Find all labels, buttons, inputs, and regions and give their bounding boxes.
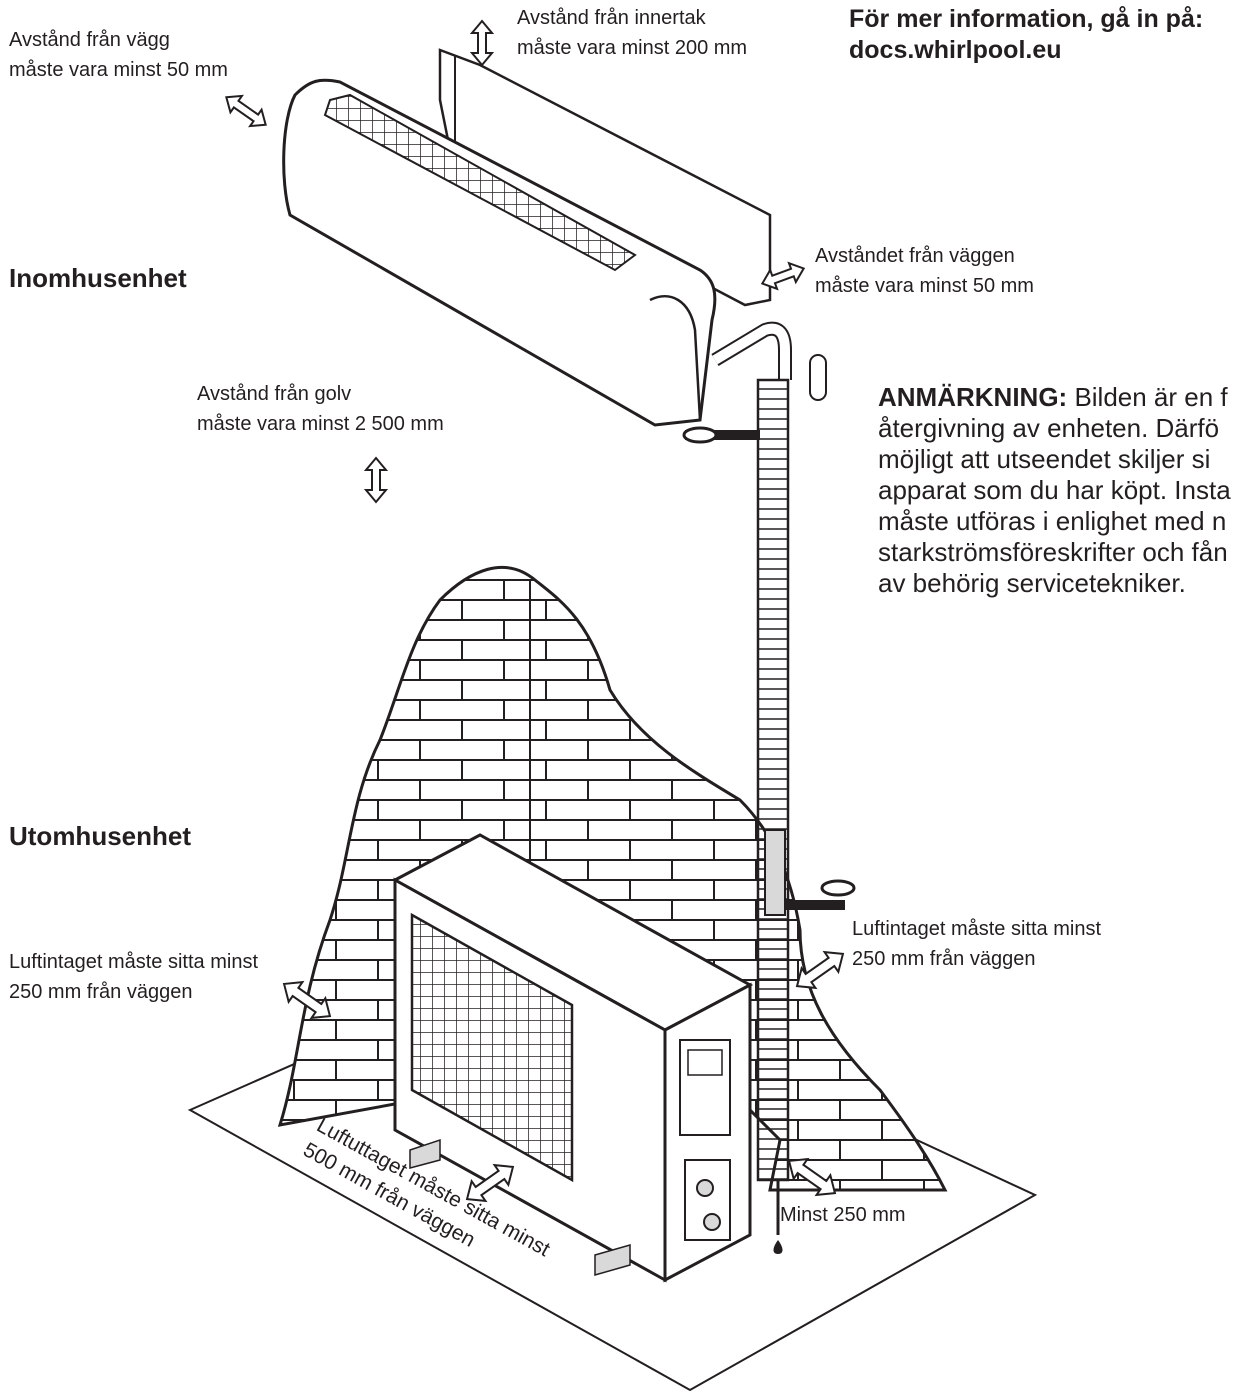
- label-line: måste vara minst 2 500 mm: [197, 413, 444, 435]
- note-title: ANMÄRKNING:: [878, 382, 1068, 412]
- note-line: starkströmsföreskrifter och fån: [878, 537, 1228, 567]
- note-line: av behörig servicetekniker.: [878, 568, 1186, 598]
- note-text: Bilden är en f: [1074, 382, 1228, 412]
- arrow-wall-left-icon: [225, 94, 267, 128]
- label-floor-distance: Avstånd från golv måste vara minst 2 500…: [197, 379, 444, 439]
- label-wall-distance-right: Avståndet från väggen måste vara minst 5…: [815, 241, 1034, 301]
- outdoor-unit: [391, 833, 754, 1283]
- label-intake-right: Luftintaget måste sitta minst 250 mm frå…: [852, 914, 1101, 974]
- arrow-floor-icon: [363, 456, 389, 504]
- note-line: måste utföras i enlighet med n: [878, 506, 1227, 536]
- note-line: ANMÄRKNING: Bilden är en f: [878, 382, 1231, 413]
- refrigerant-pipe: [682, 321, 856, 1254]
- label-line: Avstånd från innertak: [517, 7, 706, 29]
- label-line: måste vara minst 50 mm: [9, 59, 228, 81]
- arrow-min-250-icon: [787, 1157, 837, 1197]
- label-line: 250 mm från väggen: [852, 948, 1036, 970]
- note-line: apparat som du har köpt. Insta: [878, 475, 1231, 505]
- arrow-wall-right-icon: [760, 261, 806, 291]
- more-info-label: För mer information, gå in på:: [849, 5, 1204, 33]
- label-line: Avstånd från golv: [197, 383, 352, 405]
- label-line: Avståndet från väggen: [815, 245, 1015, 267]
- more-info: För mer information, gå in på: docs.whir…: [849, 4, 1203, 66]
- indoor-unit: [282, 78, 717, 427]
- heading-outdoor-unit: Utomhusenhet: [9, 821, 191, 851]
- label-line: måste vara minst 50 mm: [815, 275, 1034, 297]
- label-line: Avstånd från vägg: [9, 29, 170, 51]
- indoor-mounting-plate: [438, 48, 772, 307]
- heading-indoor-unit: Inomhusenhet: [9, 263, 187, 293]
- label-ceiling-distance: Avstånd från innertak måste vara minst 2…: [517, 3, 747, 63]
- label-min-250: Minst 250 mm: [780, 1200, 906, 1230]
- note-line: återgivning av enheten. Därfö: [878, 413, 1220, 443]
- label-intake-left: Luftintaget måste sitta minst 250 mm frå…: [9, 947, 258, 1007]
- label-line: Luftintaget måste sitta minst: [9, 951, 259, 973]
- label-line: 250 mm från väggen: [9, 981, 193, 1003]
- label-line: Luftintaget måste sitta minst: [852, 918, 1102, 940]
- arrow-ceiling-icon: [469, 19, 495, 67]
- label-wall-distance-left: Avstånd från vägg måste vara minst 50 mm: [9, 25, 228, 85]
- arrow-intake-left-icon: [282, 980, 332, 1020]
- more-info-url: docs.whirlpool.eu: [849, 36, 1062, 64]
- note-line: möjligt att utseendet skiljer si: [878, 444, 1211, 474]
- note-block: ANMÄRKNING: Bilden är en f återgivning a…: [878, 382, 1231, 599]
- arrow-intake-right-icon: [795, 950, 845, 990]
- label-line: måste vara minst 200 mm: [517, 37, 748, 59]
- arrow-outlet-icon: [465, 1163, 515, 1203]
